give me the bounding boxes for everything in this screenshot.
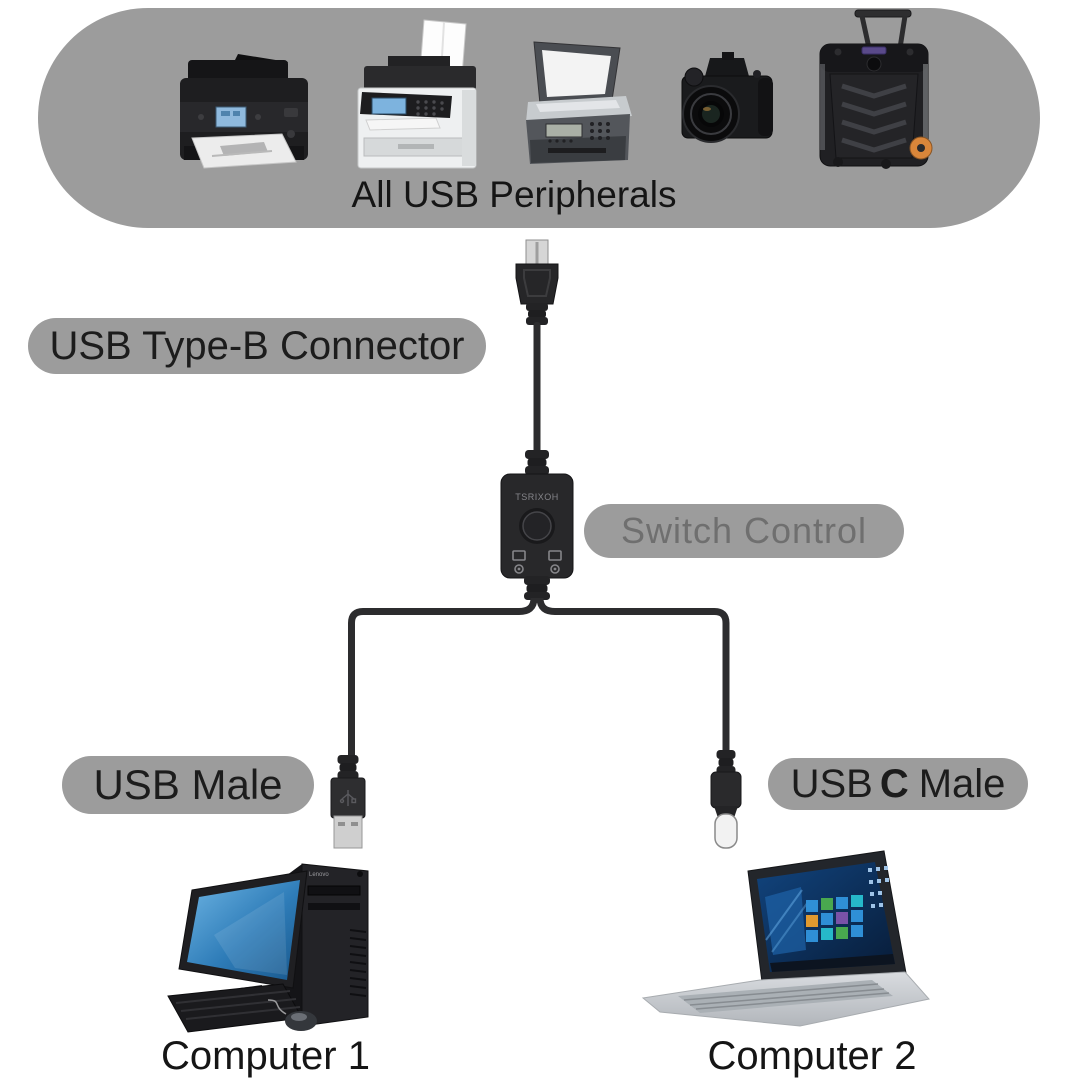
- laptop-computer-image: [641, 850, 930, 1027]
- tower-brand-text: Lenovo: [309, 872, 329, 878]
- left-cable: [348, 597, 538, 757]
- usb-c-label-post: Male: [918, 761, 1006, 806]
- desktop-computer-image: Lenovo: [167, 863, 369, 1033]
- usb-type-b-label-text: USB Type-B Connector: [49, 323, 465, 368]
- switch-brand-text: TSRIXOH: [515, 492, 559, 502]
- usb-c-label-bold: C: [879, 761, 909, 806]
- usb-c-male-label: USB C Male: [768, 758, 1028, 810]
- switch-control-device: TSRIXOH: [500, 450, 574, 600]
- switch-control-label: Switch Control: [584, 504, 904, 558]
- computer-2-caption: Computer 2: [707, 1034, 917, 1078]
- usb-c-connector: [710, 750, 742, 849]
- usb-a-connector: [330, 755, 366, 849]
- upper-cable: [533, 322, 541, 456]
- peripherals-caption: All USB Peripherals: [351, 174, 677, 215]
- right-cable: [536, 597, 730, 752]
- camera-image: [681, 52, 773, 143]
- usb-c-label-pre: USB: [790, 761, 873, 806]
- switch-control-label-text: Switch Control: [620, 510, 868, 551]
- port-1-indicator-icon: [512, 550, 526, 574]
- laptop-start-tiles: [806, 895, 863, 942]
- computer-1-caption: Computer 1: [161, 1034, 370, 1078]
- switch-cable-assembly: TSRIXOH: [330, 239, 742, 849]
- laser-printer-image: [357, 19, 477, 169]
- usb-male-label: USB Male: [62, 756, 314, 814]
- inkjet-printer-image: [180, 54, 308, 169]
- usb-type-b-connector: [515, 239, 559, 325]
- desktop-screen: [187, 880, 300, 980]
- usb-type-b-label: USB Type-B Connector: [28, 318, 486, 374]
- speaker-image: [819, 9, 933, 169]
- port-2-indicator-icon: [548, 550, 562, 574]
- usb-male-label-text: USB Male: [93, 761, 283, 808]
- scanner-image: [526, 41, 632, 164]
